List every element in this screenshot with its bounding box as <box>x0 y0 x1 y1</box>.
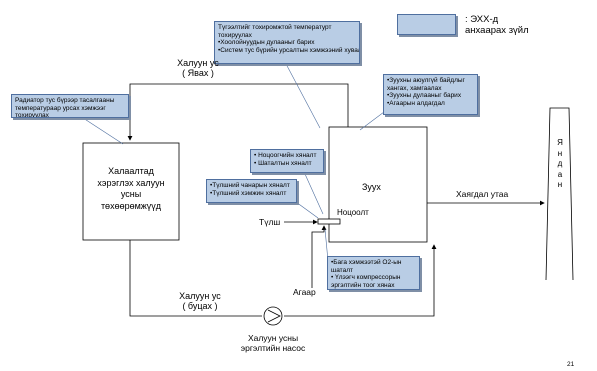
callout-distribution-line-1: Түгээлтийг тохиромжтой температурт тохир… <box>218 24 332 39</box>
callout-radiator: Радиатор тус бүрээр тасалгааны температу… <box>11 94 129 118</box>
burner-nozzle <box>317 218 341 225</box>
callout-furnace-line-2: •Зуухны дулааныг барих <box>387 92 462 100</box>
heating-device-line-3: усны <box>120 189 142 199</box>
hot-water-supply-label: Халуун ус ( Явах ) <box>158 58 238 78</box>
heating-device-box <box>82 142 180 241</box>
supply-pipe <box>127 83 349 141</box>
callout-furnace-line-1: •Зуухны аюулгүй байдлыг хангах, хамгаала… <box>387 77 465 92</box>
callout-burner-line-1: • Ноцоогчийн хяналт <box>254 152 317 159</box>
chimney-letter-1: Я <box>557 138 563 147</box>
hot-water-supply-line-2: ( Явах ) <box>182 68 214 78</box>
furnace-box <box>328 126 428 243</box>
callout-fuel-line-2: •Түлшний хэмжин хяналт <box>210 189 287 197</box>
fuel-label: Түлш <box>259 217 281 227</box>
callout-burner-control: • Ноцоогчийн хяналт • Шаталтын хяналт <box>250 149 324 173</box>
chimney-letter-4: а <box>557 169 563 179</box>
callout-distribution-line-2: •Хоолойнуудын дулааныг барих <box>218 39 315 47</box>
pump-symbol <box>267 309 281 323</box>
air-line <box>311 225 327 288</box>
callout-distribution-line-3: •Систем тус бүрийн урсалтын хэмжээний ху… <box>218 46 360 54</box>
hot-water-return-label: Халуун ус ( буцах ) <box>167 291 233 311</box>
callout-air-line-2: • Үлээгч компрессорын эргэлтийн тоог хян… <box>331 274 401 289</box>
hot-water-return-line-1: Халуун ус <box>179 291 221 301</box>
chimney-letter-5: н <box>557 180 563 189</box>
pump-label-line-1: Халуун усны <box>247 333 299 343</box>
hot-water-return-line-2: ( буцах ) <box>182 301 218 311</box>
callout-furnace-line-3: •Агаарын алдагдал <box>387 99 445 107</box>
callout-furnace: •Зуухны аюулгүй байдлыг хангах, хамгаала… <box>383 74 478 115</box>
chimney-shape <box>545 107 574 281</box>
air-label: Агаар <box>293 287 316 297</box>
callout-air-control: •Бага хэмжээтэй O2-ын шаталт • Үлээгч ко… <box>327 256 420 290</box>
callout-distribution: Түгээлтийг тохиромжтой температурт тохир… <box>214 21 360 64</box>
callout-radiator-text: Радиатор тус бүрээр тасалгааны температу… <box>15 97 115 118</box>
chimney-label: Я н д а н <box>555 138 565 191</box>
legend-label-2: анхаарах зүйл <box>465 25 529 36</box>
heating-device-line-4: төхөөрөмжүүд <box>100 200 162 211</box>
burner-label: Ноцоолт <box>337 208 369 217</box>
pump-label-line-2: эргэлтийн насос <box>240 343 306 353</box>
chimney-letter-2: н <box>557 148 563 158</box>
page-number: 21 <box>567 361 575 368</box>
chimney-letter-3: д <box>557 159 563 168</box>
pump-circle <box>263 306 283 326</box>
return-pipe-left <box>129 240 262 317</box>
callout-burner-line-2: • Шаталтын хяналт <box>254 159 312 167</box>
heating-device-line-2: хэрэглэх халуун <box>97 177 165 188</box>
heating-device-line-1: Халаалтад <box>108 166 154 176</box>
return-pipe-right <box>284 244 437 317</box>
hot-water-supply-line-1: Халуун ус <box>177 58 219 68</box>
callout-air-line-1: •Бага хэмжээтэй O2-ын шаталт <box>331 259 402 274</box>
exhaust-label: Хаягдал утаа <box>456 189 509 199</box>
callout-fuel-control: •Түлшний чанарын хяналт •Түлшний хэмжин … <box>206 179 297 203</box>
heating-device-label: Халаалтад хэрэглэх халуун усны төхөөрөмж… <box>83 166 179 212</box>
furnace-label: Зуух <box>362 182 381 192</box>
legend-swatch <box>397 14 456 35</box>
callout-fuel-line-1: •Түлшний чанарын хяналт <box>210 182 290 189</box>
legend-label-1: : ЭХХ-д <box>465 14 499 25</box>
pump-label: Халуун усны эргэлтийн насос <box>218 333 328 353</box>
